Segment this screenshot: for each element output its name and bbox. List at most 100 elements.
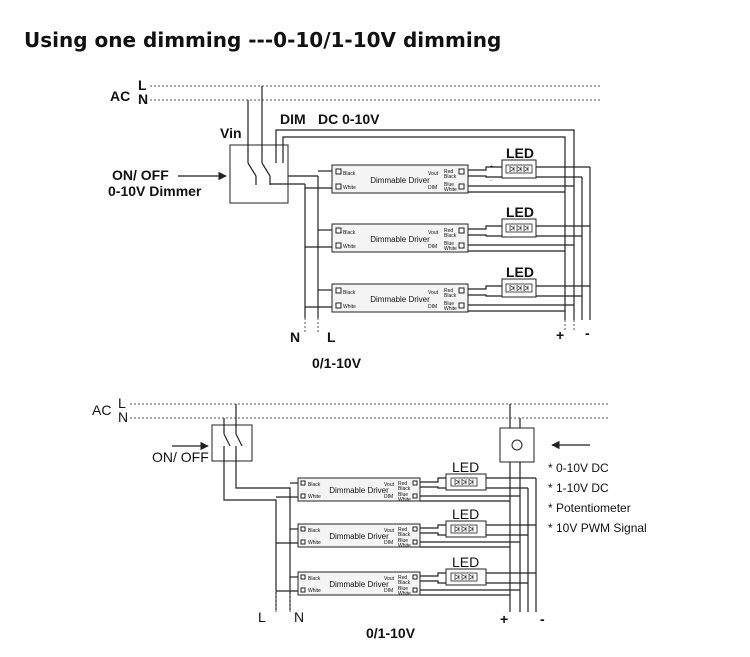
svg-text:Vout: Vout <box>428 230 439 236</box>
ac-label: AC <box>110 88 130 104</box>
svg-text:Blue: Blue <box>444 241 454 247</box>
svg-text:Black: Black <box>308 528 321 534</box>
dimmable-driver: Black White Vout DIM Red Black Blue Whit… <box>331 283 469 313</box>
svg-text:Black: Black <box>308 576 321 582</box>
dimmable-driver: Black White Vout DIM Red Black Blue Whit… <box>331 164 469 194</box>
svg-text:Blue: Blue <box>398 586 408 592</box>
dimmable-driver: Black White Vout DIM Red Black Blue Whit… <box>297 571 421 597</box>
line-l-label: L <box>118 395 126 411</box>
dimmable-driver: Black White Vout DIM Red Black Blue Whit… <box>331 223 469 253</box>
svg-text:Blue: Blue <box>398 492 408 498</box>
diagram-top: AC L N Vin DIM DC 0-10V ON/ OFF 0-10V Di… <box>108 77 600 371</box>
svg-text:DIM: DIM <box>428 244 437 250</box>
svg-text:Black: Black <box>343 290 356 296</box>
bottom-n-label: N <box>290 329 300 345</box>
led-load <box>446 474 486 490</box>
bottom-l-label: L <box>327 329 336 345</box>
svg-text:Blue: Blue <box>444 182 454 188</box>
svg-text:White: White <box>444 246 457 252</box>
svg-text:Blue: Blue <box>444 301 454 307</box>
led-load <box>502 160 536 178</box>
svg-text:-: - <box>490 178 492 184</box>
svg-text:White: White <box>308 540 321 546</box>
caption-bottom: 0/1-10V <box>366 625 416 641</box>
svg-text:White: White <box>308 494 321 500</box>
svg-text:Vout: Vout <box>428 171 439 177</box>
led-label: LED <box>506 204 534 220</box>
dimmer-signal-box <box>499 427 535 463</box>
svg-text:White: White <box>343 244 356 250</box>
led-load <box>446 521 486 537</box>
driver-name: Dimmable Driver <box>329 580 389 589</box>
switch-label: ON/ OFF <box>152 449 209 465</box>
led-load <box>502 219 536 237</box>
driver-name: Dimmable Driver <box>370 235 430 244</box>
driver-name: Dimmable Driver <box>370 295 430 304</box>
svg-text:White: White <box>398 497 411 503</box>
svg-text:Black: Black <box>398 532 411 538</box>
line-n-label: N <box>118 409 128 425</box>
svg-text:Red: Red <box>398 481 407 487</box>
svg-text:White: White <box>343 185 356 191</box>
led-label: LED <box>506 145 534 161</box>
svg-text:Red: Red <box>444 288 453 294</box>
dimmable-driver: Black White Vout DIM Red Black Blue Whit… <box>297 477 421 503</box>
led-load <box>446 569 486 585</box>
svg-text:DIM: DIM <box>384 540 393 546</box>
svg-text:DIM: DIM <box>384 588 393 594</box>
signal-item: * 1-10V DC <box>548 481 609 495</box>
svg-text:Black: Black <box>343 230 356 236</box>
diagram-bottom: AC L N ON/ OFF L N * 0-10V DC * 1-10V DC… <box>92 395 647 641</box>
svg-text:Black: Black <box>343 171 356 177</box>
svg-text:Black: Black <box>444 233 457 239</box>
svg-text:Black: Black <box>444 174 457 180</box>
svg-text:Blue: Blue <box>398 538 408 544</box>
svg-text:White: White <box>398 591 411 597</box>
svg-text:+: + <box>490 164 493 170</box>
page-title: Using one dimming ---0-10/1-10V dimming <box>24 28 501 52</box>
svg-text:Black: Black <box>398 486 411 492</box>
signal-item: * Potentiometer <box>548 501 631 515</box>
driver-name: Dimmable Driver <box>329 532 389 541</box>
dim-minus-label: - <box>540 611 545 627</box>
svg-text:Red: Red <box>398 575 407 581</box>
svg-text:White: White <box>444 187 457 193</box>
switch-line2: 0-10V Dimmer <box>108 183 202 199</box>
svg-text:White: White <box>444 306 457 312</box>
dim-plus-label: + <box>500 611 508 627</box>
svg-text:Red: Red <box>398 527 407 533</box>
svg-text:DIM: DIM <box>428 304 437 310</box>
led-label: LED <box>506 264 534 280</box>
caption-top: 0/1-10V <box>312 355 362 371</box>
dim-minus-label: - <box>585 325 590 341</box>
led-label: LED <box>452 554 479 570</box>
knob-icon <box>511 439 523 451</box>
svg-text:Vout: Vout <box>384 576 395 582</box>
line-l-label: L <box>138 77 147 93</box>
signal-item: * 10V PWM Signal <box>548 521 647 535</box>
led-load <box>502 279 536 297</box>
dim-plus-label: + <box>556 327 564 343</box>
line-n-label: N <box>138 91 148 107</box>
switch-line1: ON/ OFF <box>112 167 169 183</box>
svg-text:Vout: Vout <box>384 482 395 488</box>
svg-text:Black: Black <box>308 482 321 488</box>
svg-text:Black: Black <box>398 580 411 586</box>
signal-item: * 0-10V DC <box>548 461 609 475</box>
dim-label: DIM <box>280 111 306 127</box>
led-label: LED <box>452 506 479 522</box>
svg-text:White: White <box>308 588 321 594</box>
dimmer-switch-box <box>229 144 289 204</box>
svg-text:DIM: DIM <box>428 185 437 191</box>
dc-label: DC 0-10V <box>318 111 380 127</box>
svg-text:White: White <box>398 543 411 549</box>
bottom-n-label: N <box>294 609 304 625</box>
svg-text:Red: Red <box>444 228 453 234</box>
svg-text:Vout: Vout <box>428 290 439 296</box>
svg-text:DIM: DIM <box>384 494 393 500</box>
onoff-switch-box <box>211 424 253 462</box>
svg-text:Black: Black <box>444 293 457 299</box>
led-label: LED <box>452 459 479 475</box>
bottom-l-label: L <box>258 609 266 625</box>
